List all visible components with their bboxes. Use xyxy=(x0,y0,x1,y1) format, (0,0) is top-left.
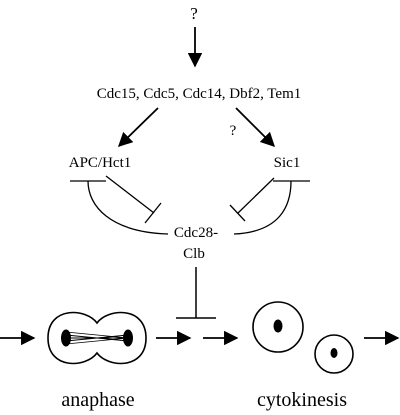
inhibit-kinase-to-apc-arc xyxy=(87,180,169,235)
regulators-label: Cdc15, Cdc5, Cdc14, Dbf2, Tem1 xyxy=(97,86,302,102)
cdc28-clb-label-line2: Clb xyxy=(183,246,205,262)
daughter-cell-icon xyxy=(314,334,354,374)
cdc28-clb-label-line1: Cdc28- xyxy=(174,225,218,241)
inhibit-apc-to-kinase-bar xyxy=(144,202,162,224)
inhibit-sic1-to-kinase-bar xyxy=(229,204,246,222)
inhibit-sic1-to-kinase xyxy=(237,177,275,214)
cytokinesis-label: cytokinesis xyxy=(257,389,347,411)
arrow-to-sic1 xyxy=(235,107,276,148)
arrow-to-apc-hct1 xyxy=(117,107,159,148)
top-question-mark: ? xyxy=(190,4,198,23)
anaphase-cell-icon xyxy=(47,311,147,365)
sic1-label: Sic1 xyxy=(274,155,301,171)
apc-hct1-label: APC/Hct1 xyxy=(69,155,132,171)
mother-cell-icon xyxy=(252,301,304,353)
anaphase-label: anaphase xyxy=(61,389,134,411)
inhibit-apc-to-kinase xyxy=(105,175,155,214)
inhibit-kinase-to-sic1-arc xyxy=(233,180,292,235)
mid-question-mark: ? xyxy=(230,123,237,139)
